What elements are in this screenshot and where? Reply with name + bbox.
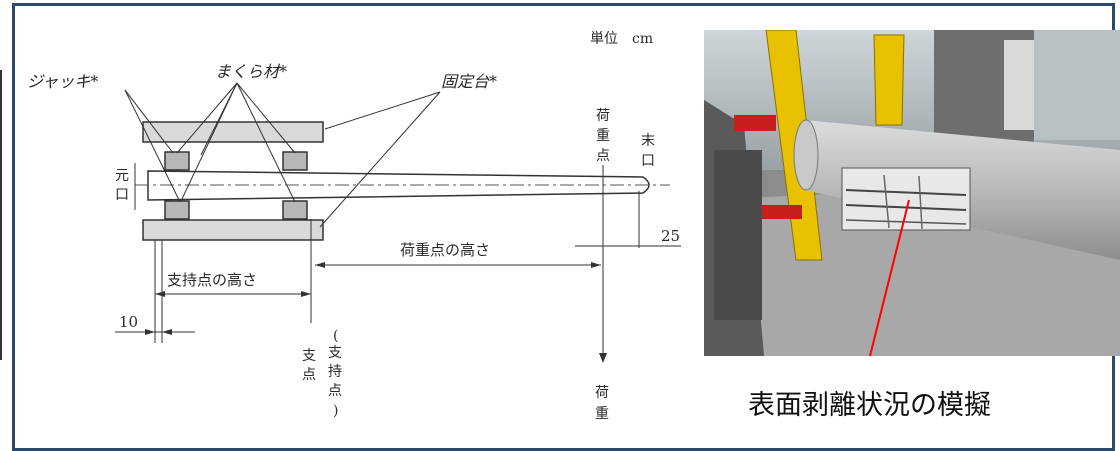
butt-end-label-1: 元: [115, 168, 129, 184]
test-photo: [704, 30, 1120, 356]
tip-end-label-2: 口: [641, 153, 655, 169]
photo-caption: 表面剥離状況の模擬: [748, 390, 991, 421]
sleeper-leader-4: [236, 82, 296, 203]
support-point-paren-2: 支: [328, 345, 342, 361]
sleeper-leader-2: [236, 82, 296, 154]
sleeper-lower-left: [164, 200, 190, 220]
pole: [147, 170, 650, 201]
fixed-base-leader-2: [319, 91, 441, 228]
support-point-paren-4: 点: [328, 383, 342, 399]
lower-fixed-base: [142, 219, 324, 241]
load-label-2: 重: [595, 406, 609, 422]
support-height-arrow-left-icon: [155, 291, 165, 297]
load-height-arrow-right-icon: [591, 262, 601, 268]
jack-leader-1: [124, 89, 174, 154]
load-point-label-3: 点: [596, 148, 610, 164]
sleeper-leader-1: [176, 82, 238, 154]
load-height-arrow-left-icon: [315, 262, 325, 268]
bending-test-diagram: 単位 cm ジャッキ* まくら材* 固定台* 元 口 末 口 荷 重 点 荷 重: [27, 31, 681, 422]
load-point-height-label: 荷重点の高さ: [400, 241, 490, 259]
jack-label: ジャッキ*: [27, 72, 98, 91]
support-point-label-2: 点: [302, 367, 316, 383]
left-edge-line: [0, 70, 2, 360]
support-point-label-1: 支: [302, 348, 316, 364]
sleeper-label: まくら材*: [215, 62, 287, 81]
load-point-label-1: 荷: [596, 108, 610, 124]
fixed-base-label: 固定台*: [441, 72, 497, 91]
butt-end-label-2: 口: [115, 187, 129, 203]
sleeper-leader-5: [200, 82, 238, 156]
jack-leader-2: [124, 89, 181, 203]
unit-label: 単位 cm: [590, 31, 653, 47]
load-point-label-2: 重: [596, 128, 610, 144]
support-point-paren-1: (: [333, 328, 338, 344]
load-label-1: 荷: [595, 385, 609, 401]
support-height-label: 支持点の高さ: [167, 271, 257, 289]
support-height-arrow-right-icon: [301, 291, 311, 297]
support-point-paren-5: ): [333, 403, 338, 419]
dim-10-arrow-left-icon: [145, 329, 155, 335]
dim-10-label: 10: [119, 313, 138, 331]
upper-fixed-base: [142, 121, 324, 143]
dim-25-label: 25: [661, 227, 680, 245]
sleeper-upper-left: [164, 151, 190, 171]
support-point-paren-3: 持: [328, 364, 342, 380]
dim-10-arrow-right-icon: [162, 329, 172, 335]
load-arrow-icon: [599, 353, 607, 363]
tip-end-label-1: 末: [641, 133, 655, 149]
sleeper-lower-right: [282, 200, 308, 220]
fixed-base-leader-1: [324, 91, 441, 130]
sleeper-upper-right: [282, 151, 308, 171]
pointer-line: [868, 199, 910, 356]
